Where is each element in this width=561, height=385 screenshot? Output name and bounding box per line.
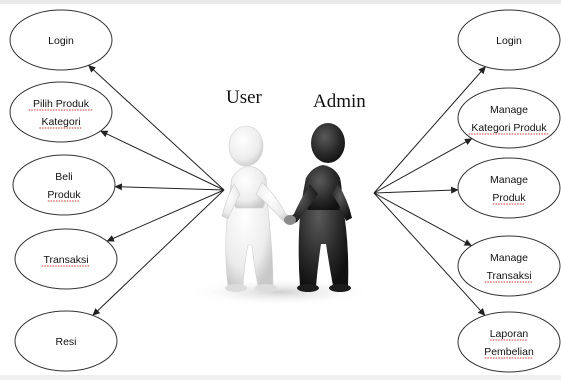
- admin-use-case-label: Manage: [490, 252, 528, 264]
- user-association-arrow-4: [106, 189, 225, 242]
- admin-use-case-ellipse: [457, 9, 561, 71]
- user-association-arrow-5: [92, 189, 225, 316]
- user-use-case-label: Produk: [47, 189, 81, 201]
- user-use-case-1: Login: [9, 9, 113, 71]
- top-border: [0, 0, 561, 4]
- user-use-case-ellipse: [9, 9, 113, 71]
- user-use-case-label: Transaksi: [43, 254, 88, 266]
- admin-use-case-ellipse: [457, 87, 561, 149]
- admin-association-arrow-3: [373, 186, 459, 194]
- user-use-case-label: Resi: [55, 336, 76, 348]
- actor-label-user: User: [226, 87, 263, 108]
- user-use-case-ellipse: [14, 228, 118, 290]
- admin-use-case-label: Login: [496, 35, 522, 47]
- admin-use-case-label: Transaksi: [486, 270, 531, 282]
- admin-use-case-label: Laporan: [490, 328, 529, 340]
- user-use-case-label: Login: [48, 35, 74, 47]
- user-use-case-ellipse: [12, 154, 116, 216]
- user-association-arrow-2: [100, 130, 225, 191]
- user-association-arrow-1: [88, 64, 225, 191]
- bottom-border: [0, 375, 561, 380]
- admin-use-case-ellipse: [457, 311, 561, 373]
- handshake: [284, 215, 296, 225]
- actor-figures: [185, 123, 375, 306]
- admin-association-arrow-2: [373, 138, 473, 194]
- admin-use-case-ellipse: [457, 235, 561, 297]
- actor-label-admin: Admin: [313, 91, 366, 112]
- admin-use-case-label: Manage: [490, 104, 528, 116]
- user-use-case-label: Beli: [55, 171, 73, 183]
- admin-association-arrow-5: [373, 192, 486, 316]
- user-use-case-label: Pilih Produk: [33, 98, 90, 110]
- admin-use-case-label: Produk: [492, 192, 526, 204]
- admin-use-case-ellipse: [457, 157, 561, 219]
- associations: [88, 64, 486, 316]
- user-use-case-ellipse: [9, 81, 113, 143]
- user-use-case-4: Transaksi: [14, 228, 118, 290]
- admin-use-case-label: Pembelian: [484, 346, 534, 358]
- user-figure: [221, 125, 293, 292]
- admin-figure: [288, 123, 352, 292]
- admin-use-case-label: Manage: [490, 174, 528, 186]
- admin-association-arrow-4: [373, 192, 472, 247]
- admin-use-case-label: Kategori Produk: [471, 122, 547, 134]
- user-use-case-ellipse: [14, 310, 118, 372]
- user-association-arrow-3: [114, 183, 225, 191]
- user-use-case-label: Kategori: [41, 116, 80, 128]
- admin-use-case-1: Login: [457, 9, 561, 71]
- user-use-case-5: Resi: [14, 310, 118, 372]
- admin-association-arrow-1: [373, 66, 486, 194]
